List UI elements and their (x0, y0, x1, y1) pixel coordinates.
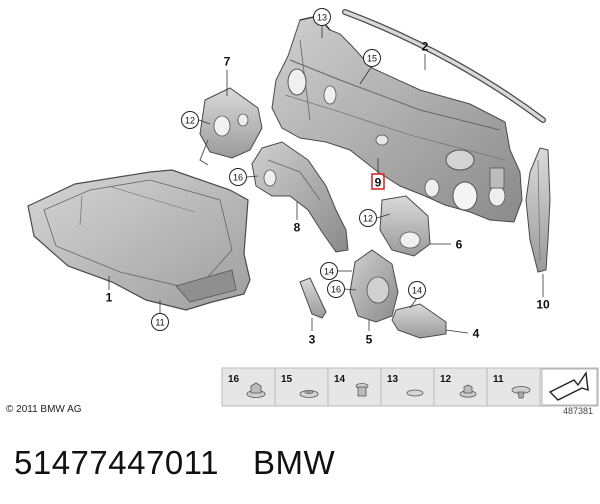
legend-label: 15 (281, 374, 293, 385)
callout-circle (327, 280, 345, 298)
callout-text: 14 (412, 286, 422, 296)
callout-13: 13 (313, 8, 331, 26)
brand-name: BMW (252, 444, 336, 481)
callout-14: 14 (408, 281, 426, 299)
leader-lines (108, 26, 544, 334)
callout-15: 15 (363, 49, 381, 67)
legend-item-11: 11 (486, 367, 541, 407)
callout-text: 14 (324, 267, 334, 277)
part-3-bracket (299, 277, 327, 319)
legend-item-13: 13 (380, 367, 435, 407)
callout-text: 6 (456, 238, 463, 252)
callout-3: 3 (309, 333, 316, 347)
callout-4: 4 (473, 327, 480, 341)
callout-text: 12 (185, 116, 195, 126)
callout-6: 6 (456, 238, 463, 252)
legend-item-15: 15 (274, 367, 329, 407)
plug-clip-icon (511, 386, 531, 399)
callout-circle (313, 8, 331, 26)
callout-text: 4 (473, 327, 480, 341)
callout-circle (181, 111, 199, 129)
callout-11: 11 (151, 313, 169, 331)
part-10-side-panel (525, 147, 551, 273)
legend-label: 11 (493, 374, 504, 385)
part-1-floor-insulation (27, 169, 251, 311)
callout-labels: 13 2 15 7 12 16 9 12 8 6 14 16 14 1 10 11 3 5 4 (106, 8, 550, 347)
callout-1: 1 (106, 291, 113, 305)
callout-text: 5 (366, 333, 373, 347)
legend-item-12: 12 (433, 367, 488, 407)
legend-label: 14 (334, 374, 346, 385)
callout-text: 10 (536, 298, 550, 312)
callout-2: 2 (422, 40, 429, 54)
callout-16: 16 (229, 168, 247, 186)
callout-text: 15 (367, 54, 377, 64)
copyright-notice: © 2011 BMW AG (6, 404, 82, 415)
callout-text: 12 (363, 214, 373, 224)
arrow-icon (541, 368, 598, 406)
callout-7: 7 (224, 55, 231, 69)
legend-item-14: 14 (327, 367, 382, 407)
callout-circle (408, 281, 426, 299)
part-4-cover (391, 303, 447, 339)
legend-label: 12 (440, 374, 452, 385)
callout-8: 8 (294, 221, 301, 235)
part-number-heading: 51477447011 BMW (14, 444, 335, 482)
part-number: 51477447011 (14, 444, 219, 481)
callout-circle (320, 262, 338, 280)
callout-circle (363, 49, 381, 67)
callout-5: 5 (366, 333, 373, 347)
part-5-insulation (349, 249, 399, 323)
callout-circle (229, 168, 247, 186)
callout-circle (151, 313, 169, 331)
callout-text: 1 (106, 291, 113, 305)
callout-16: 16 (327, 280, 345, 298)
legend-label: 16 (228, 374, 240, 385)
part-6-panel (379, 195, 431, 257)
nut-icon (246, 382, 266, 398)
part-7-bracket (199, 87, 263, 166)
callout-circle (359, 209, 377, 227)
part-8-wheel-arch-insulation (251, 141, 349, 253)
part-9-bulkhead-insulation (271, 15, 523, 223)
callout-highlight-box (371, 173, 385, 190)
callout-text: 9 (375, 176, 382, 190)
callout-text: 8 (294, 221, 301, 235)
diagram-number: 487381 (563, 406, 593, 416)
callout-14: 14 (320, 262, 338, 280)
callout-12: 12 (359, 209, 377, 227)
legend-label: 13 (387, 374, 399, 385)
legend-item-16: 16 (221, 367, 276, 407)
callout-text: 11 (155, 318, 164, 328)
callout-text: 7 (224, 55, 231, 69)
expanding-rivet-icon (299, 390, 319, 398)
push-rivet-icon (406, 389, 424, 397)
part-2-seal-strip (342, 9, 546, 123)
callout-text: 16 (331, 285, 341, 295)
callout-12: 12 (181, 111, 199, 129)
callout-9: 9 (371, 173, 385, 190)
callout-text: 16 (233, 173, 243, 183)
clip-icon (355, 383, 369, 397)
callout-10: 10 (536, 298, 550, 312)
washer-nut-icon (459, 384, 477, 398)
fastener-legend: 16 15 14 13 12 11 487381 (221, 367, 599, 416)
callout-text: 13 (317, 13, 327, 23)
callout-text: 2 (422, 40, 429, 54)
callout-text: 3 (309, 333, 316, 347)
